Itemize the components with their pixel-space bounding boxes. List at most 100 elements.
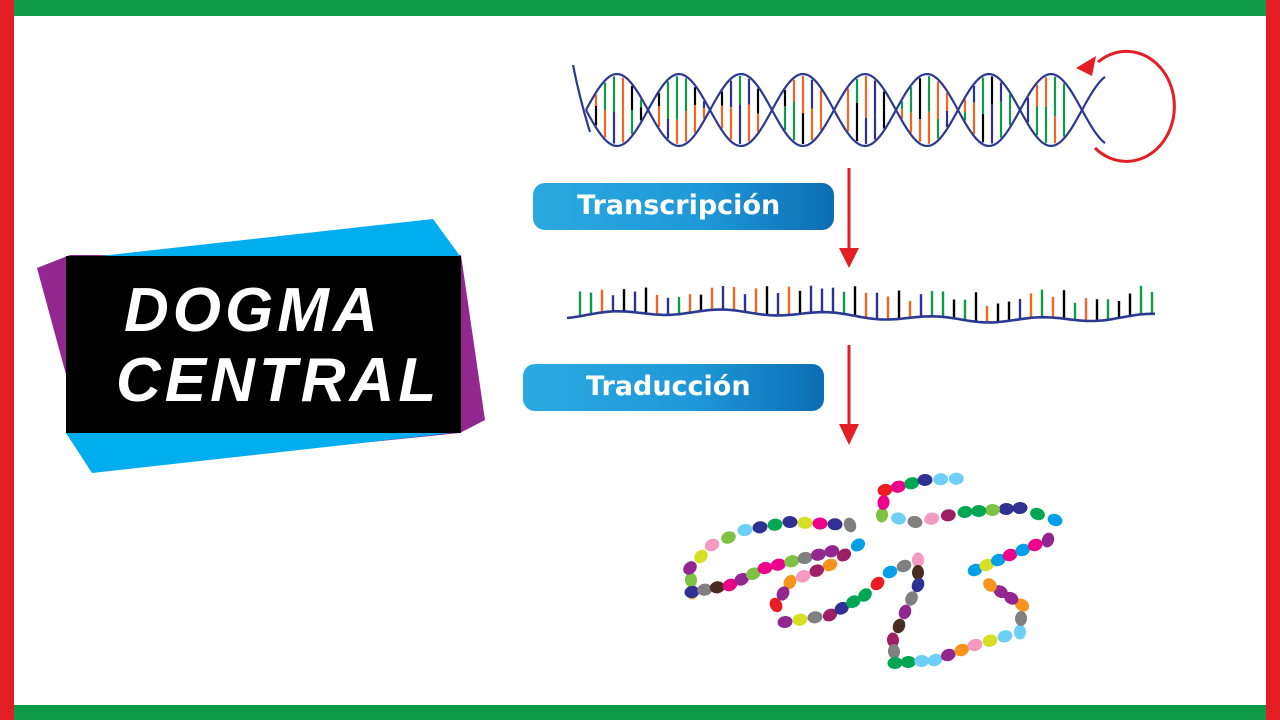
amino-acid-bead [684,585,700,599]
border-bottom [0,705,1280,720]
amino-acid-bead [940,509,956,522]
amino-acid-bead [694,549,708,564]
amino-acid-bead [983,578,997,592]
amino-acid-bead [734,572,749,586]
amino-acid-bead [683,561,697,575]
amino-acid-bead [783,574,797,590]
amino-acid-bead [971,504,987,518]
amino-acid-bead [927,653,943,667]
border-right [1266,0,1280,720]
amino-acid-bead [896,559,912,573]
amino-acid-bead [898,604,912,620]
amino-acid-bead [998,502,1014,516]
amino-acid-bead [877,495,890,510]
dna-strand [585,72,1106,148]
amino-acid-bead [850,538,866,552]
amino-acid-bead [737,523,753,537]
dna-double-helix [571,64,1106,148]
amino-acid-bead [907,515,923,529]
amino-acid-bead [797,551,813,565]
amino-acid-bead [948,472,964,485]
amino-acid-bead [822,608,838,622]
amino-acid-bead [757,561,773,575]
amino-acid-bead [697,583,713,596]
amino-acid-bead [792,613,808,626]
page-title: DOGMA CENTRAL [66,256,461,433]
amino-acid-bead [776,586,790,601]
amino-acid-bead [1014,611,1028,626]
amino-acid-bead [1047,513,1063,527]
amino-acid-bead [875,507,889,523]
transcription-arrow [839,168,859,268]
translation-label: Traducción [523,364,824,411]
amino-acid-bead [810,548,826,561]
amino-acid-bead [877,483,893,497]
amino-acid-bead [721,531,736,544]
amino-acid-bead [807,611,823,624]
amino-acid-bead [890,480,906,493]
amino-acid-bead [1030,507,1045,521]
dna-strand [585,72,1106,148]
amino-acid-bead [836,548,852,562]
amino-acid-bead [904,477,920,490]
amino-acid-bead [809,564,824,577]
amino-acid-bead [827,518,843,531]
title-line-1: DOGMA [124,276,382,345]
transcription-label: Transcripción [533,183,834,230]
amino-acid-bead [843,517,857,533]
amino-acid-bead [979,558,994,572]
amino-acid-bead [1002,548,1018,562]
amino-acid-bead [892,618,906,634]
amino-acid-bead [997,630,1013,643]
amino-acid-bead [752,521,768,534]
amino-acid-bead [769,597,783,613]
amino-acid-bead [722,578,738,592]
replication-arrow [1076,49,1176,163]
amino-acid-bead [822,558,838,572]
amino-acid-bead [846,595,861,609]
amino-acid-bead [891,512,906,525]
amino-acid-bead [782,515,798,529]
replication-arrowhead [1076,56,1096,76]
amino-acid-bead [905,591,918,606]
amino-acid-bead [914,654,930,668]
border-top [0,0,1280,16]
amino-acid-bead [993,585,1008,599]
amino-acid-bead [900,655,916,669]
border-left [0,0,14,720]
amino-acid-bead [982,634,998,647]
translation-arrow [839,345,859,445]
amino-acid-bead [1041,532,1055,548]
amino-acid-bead [834,601,849,615]
amino-acid-bead [824,545,840,558]
mrna-backbone [566,308,1155,324]
amino-acid-bead [985,503,1000,517]
mrna-strand [566,285,1155,324]
amino-acid-bead [704,538,720,552]
amino-acid-bead [924,512,940,525]
amino-acid-bead [887,644,901,659]
amino-acid-bead [1004,591,1019,605]
amino-acid-bead [967,563,983,577]
amino-acid-bead [933,473,949,486]
protein-chain [683,472,1063,670]
title-black-box [66,256,461,433]
amino-acid-bead [911,577,925,593]
dna-strand-end [571,64,592,133]
amino-acid-bead [784,555,800,568]
title-line-2: CENTRAL [116,346,441,415]
amino-acid-bead [991,553,1006,567]
amino-acid-bead [770,558,786,571]
amino-acid-bead [870,576,885,591]
amino-acid-bead [957,505,973,519]
amino-acid-bead [767,518,783,531]
amino-acid-bead [1012,501,1028,515]
amino-acid-bead [1013,624,1027,640]
amino-acid-bead [917,473,933,487]
amino-acid-bead [954,643,970,657]
amino-acid-bead [967,638,983,652]
amino-acid-bead [1015,543,1031,557]
amino-acid-bead [812,517,828,530]
amino-acid-bead [886,632,900,648]
